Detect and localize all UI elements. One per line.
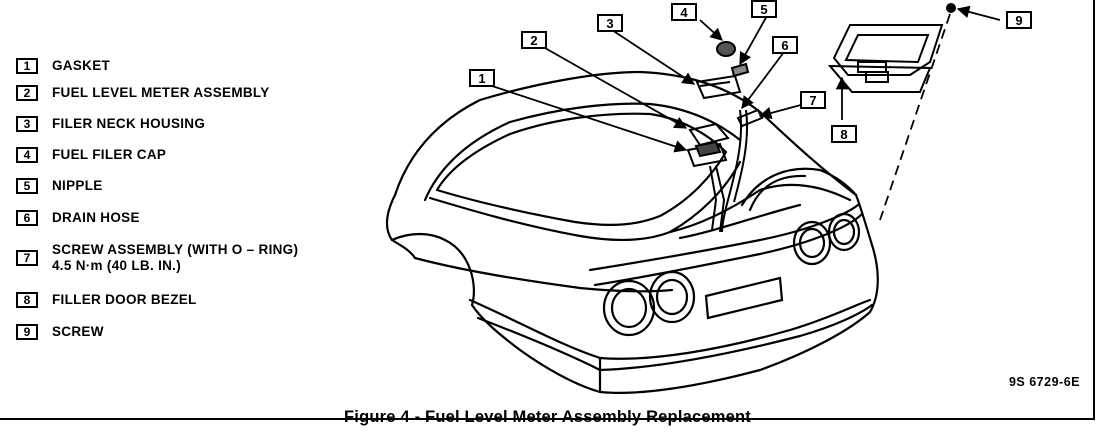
legend-item-drain-hose: 6 DRAIN HOSE [16,210,140,226]
legend-number: 3 [16,116,38,132]
legend-label: FUEL FILER CAP [52,147,167,162]
legend-number: 2 [16,85,38,101]
legend-number: 7 [16,250,38,266]
legend-item-screw-assembly: 7 SCREW ASSEMBLY (WITH O – RING) 4.5 N·m… [16,242,298,274]
filler-neck-housing [695,74,742,100]
tail-lights [602,212,861,337]
legend-number: 9 [16,324,38,340]
legend-number: 8 [16,292,38,308]
callout-1: 1 [469,69,495,87]
tail-light-right-inner [792,220,832,266]
legend-number: 1 [16,58,38,74]
legend-label: GASKET [52,58,111,73]
tail-light-right-outer [827,212,861,252]
filler-door-bezel [832,24,944,76]
legend-item-screw: 9 SCREW [16,324,104,340]
callout-9: 9 [1006,11,1032,29]
legend-label: DRAIN HOSE [52,210,140,225]
legend-item-filler-neck-housing: 3 FILER NECK HOUSING [16,116,205,132]
legend-item-nipple: 5 NIPPLE [16,178,103,194]
figure-frame [0,0,1095,420]
legend-item-gasket: 1 GASKET [16,58,110,74]
legend-item-fuel-filler-cap: 4 FUEL FILER CAP [16,147,166,163]
callout-3: 3 [597,14,623,32]
legend-number: 5 [16,178,38,194]
figure-caption: Figure 4 - Fuel Level Meter Assembly Rep… [344,408,751,426]
legend-label: NIPPLE [52,178,103,193]
legend-number: 6 [16,210,38,226]
callout-8: 8 [831,125,857,143]
legend-label: FUEL LEVEL METER ASSEMBLY [52,85,270,100]
fuel-filler-cap [716,41,736,57]
legend-label: FILER NECK HOUSING [52,116,206,131]
callout-7: 7 [800,91,826,109]
reference-code: 9S 6729-6E [1008,375,1080,389]
callout-2: 2 [521,31,547,49]
fuel-level-meter-assembly [688,122,730,147]
fuel-components [686,3,956,233]
legend-item-fuel-level-meter: 2 FUEL LEVEL METER ASSEMBLY [16,85,270,101]
legend-item-filler-door-bezel: 8 FILLER DOOR BEZEL [16,292,197,308]
callout-4: 4 [671,3,697,21]
drain-hose [721,109,743,233]
legend-label: FILLER DOOR BEZEL [52,292,197,307]
callout-5: 5 [751,0,777,18]
screw [946,3,956,13]
license-plate-recess [704,276,784,320]
legend-label: SCREW [52,324,104,339]
legend-label: SCREW ASSEMBLY (WITH O – RING) 4.5 N·m (… [52,242,299,273]
tail-light-left-outer [602,279,656,337]
legend-number: 4 [16,147,38,163]
callout-6: 6 [772,36,798,54]
tail-light-left-inner [648,270,696,324]
nipple [730,62,750,78]
